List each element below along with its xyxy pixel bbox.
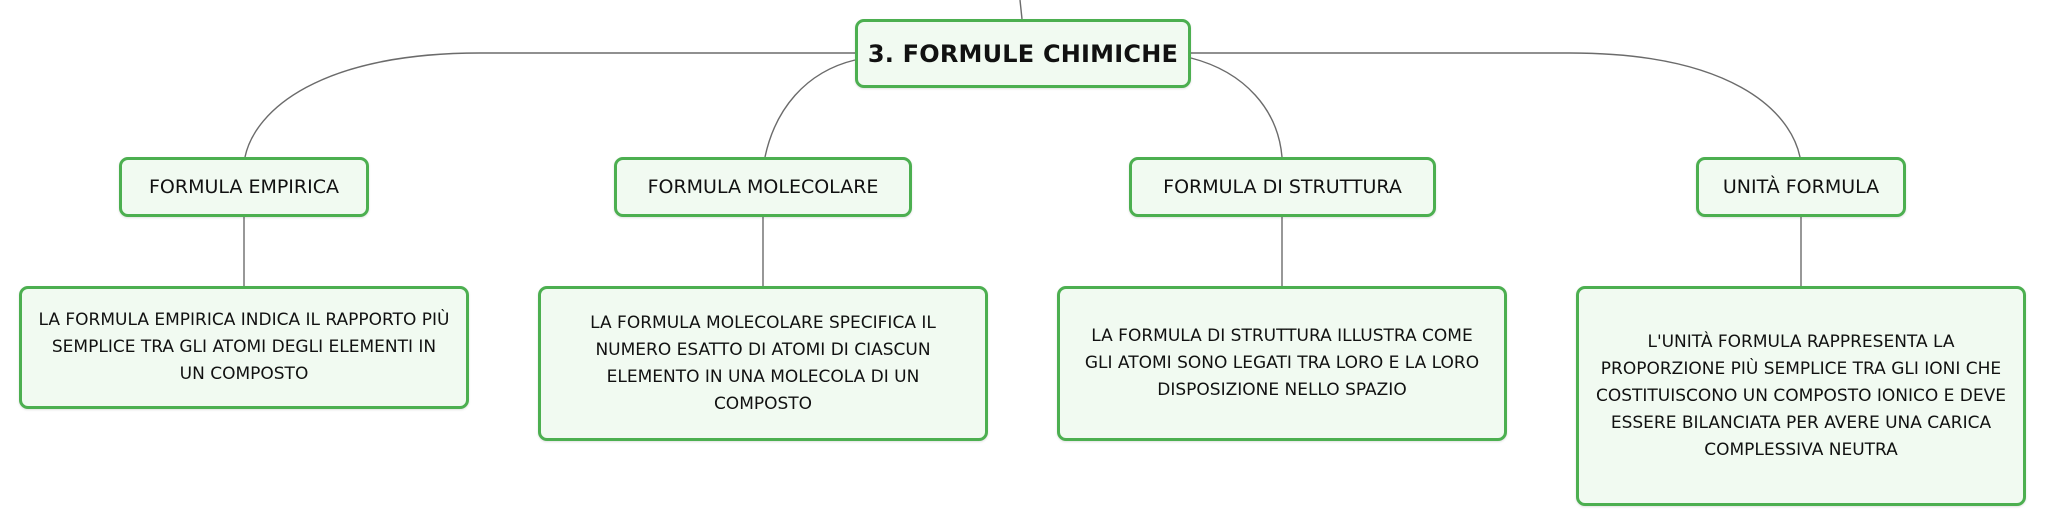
description-text: L'UNITÀ FORMULA RAPPRESENTA LA PROPORZIO…	[1595, 331, 2007, 460]
description-node-formula-di-struttura[interactable]: LA FORMULA DI STRUTTURA ILLUSTRA COME GL…	[1057, 286, 1507, 441]
concept-node-unita-formula[interactable]: UNITÀ FORMULA	[1696, 157, 1906, 217]
concept-node-formula-empirica[interactable]: FORMULA EMPIRICA	[119, 157, 369, 217]
description-text: LA FORMULA EMPIRICA INDICA IL RAPPORTO P…	[38, 310, 450, 384]
concept-label: FORMULA MOLECOLARE	[647, 176, 879, 198]
connector-root-to-formula-empirica	[244, 52, 855, 158]
parent-connector	[1019, 0, 1023, 20]
connector-root-to-formula-di-struttura	[1190, 57, 1283, 158]
description-text: LA FORMULA DI STRUTTURA ILLUSTRA COME GL…	[1084, 326, 1480, 400]
connector-root-to-formula-molecolare	[764, 59, 856, 158]
description-text: LA FORMULA MOLECOLARE SPECIFICA IL NUMER…	[590, 312, 936, 414]
concept-node-formula-di-struttura[interactable]: FORMULA DI STRUTTURA	[1129, 157, 1436, 217]
connector-root-to-unita-formula	[1191, 52, 1801, 158]
concept-label: FORMULA DI STRUTTURA	[1163, 176, 1402, 198]
concept-label: UNITÀ FORMULA	[1722, 176, 1880, 198]
concept-node-formula-molecolare[interactable]: FORMULA MOLECOLARE	[614, 157, 912, 217]
description-node-unita-formula[interactable]: L'UNITÀ FORMULA RAPPRESENTA LA PROPORZIO…	[1576, 286, 2026, 506]
description-node-formula-empirica[interactable]: LA FORMULA EMPIRICA INDICA IL RAPPORTO P…	[19, 286, 469, 409]
root-topic-label: 3. FORMULE CHIMICHE	[867, 39, 1179, 68]
concept-label: FORMULA EMPIRICA	[149, 176, 339, 198]
root-topic-node[interactable]: 3. FORMULE CHIMICHE	[855, 19, 1191, 88]
description-node-formula-molecolare[interactable]: LA FORMULA MOLECOLARE SPECIFICA IL NUMER…	[538, 286, 988, 441]
